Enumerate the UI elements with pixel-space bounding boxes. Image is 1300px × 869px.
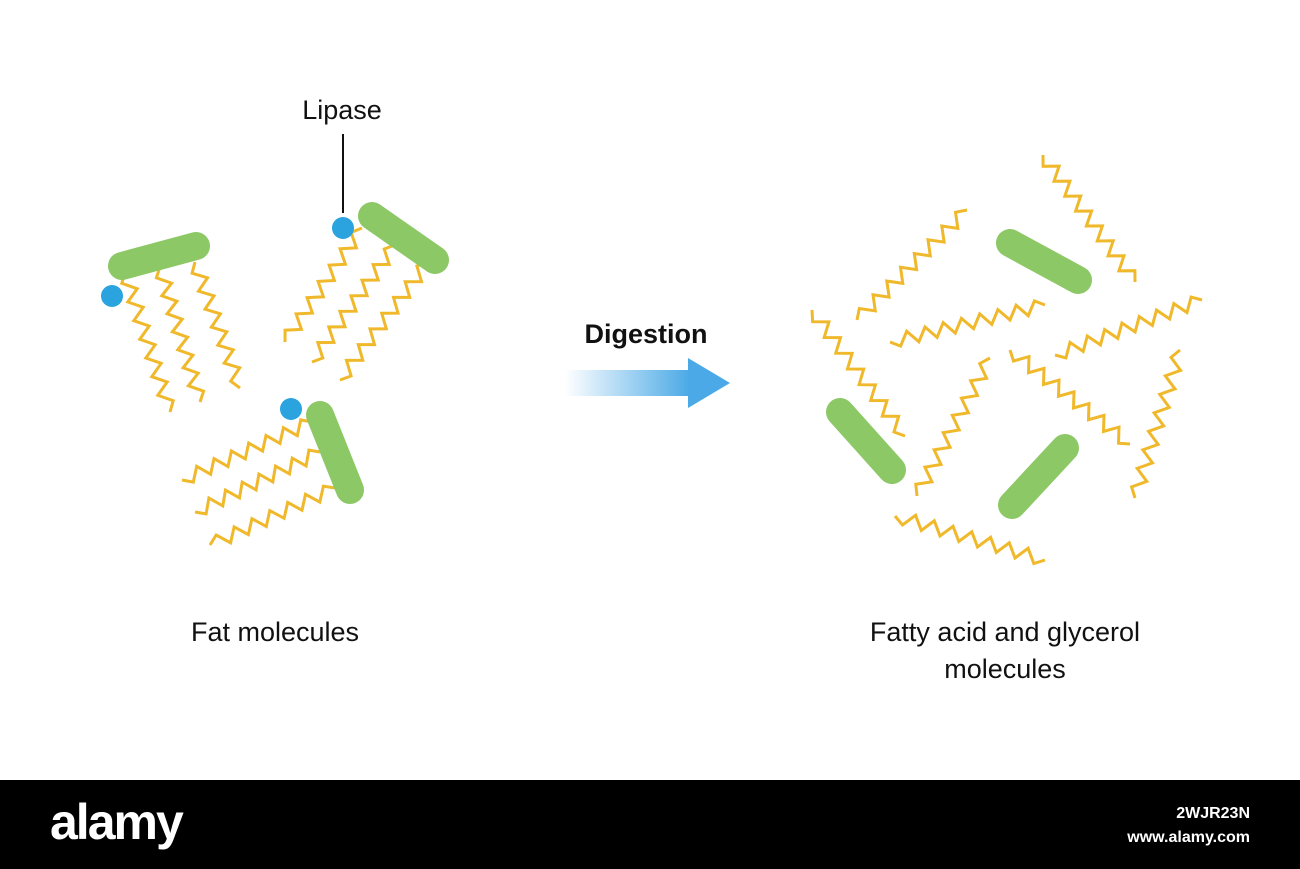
fatty-acid-chain — [339, 260, 429, 382]
zigzag-line — [810, 309, 906, 438]
fatty-acid-chain — [311, 243, 396, 364]
zigzag-line — [893, 512, 1046, 566]
lipase-enzyme — [280, 398, 302, 420]
products-label: Fatty acid and glycerol molecules — [820, 614, 1190, 688]
zigzag-line — [1041, 154, 1137, 283]
lipase-enzyme — [101, 285, 123, 307]
fat-molecule-2 — [283, 202, 449, 382]
zigzag-line — [283, 226, 363, 343]
zigzag-line — [1129, 348, 1184, 499]
fatty-acid-chain — [119, 271, 176, 413]
fatty-acid-molecule — [893, 512, 1046, 566]
fatty-acid-molecule — [1008, 349, 1131, 446]
glycerol-backbone — [306, 401, 364, 504]
zigzag-line — [190, 261, 243, 390]
zigzag-line — [311, 243, 396, 364]
zigzag-line — [119, 271, 176, 413]
fat-molecule-1 — [101, 232, 243, 413]
glycerol-molecule — [826, 398, 906, 484]
fat-molecules-label: Fat molecules — [190, 617, 360, 647]
digestion-label: Digestion — [584, 319, 708, 349]
site-url: www.alamy.com — [1127, 829, 1250, 846]
fatty-acid-chain — [283, 226, 363, 343]
fatty-acid-molecule — [1041, 154, 1137, 283]
zigzag-line — [194, 448, 321, 516]
zigzag-line — [1054, 295, 1203, 360]
fatty-acid-chain — [190, 261, 243, 390]
zigzag-line — [208, 484, 336, 546]
fatty-acid-molecule — [1054, 295, 1203, 360]
zigzag-line — [339, 260, 429, 382]
zigzag-line — [181, 418, 313, 484]
glycerol-backbone — [108, 232, 210, 280]
fatty-acid-molecule — [855, 208, 968, 321]
fatty-acid-molecule — [914, 356, 991, 497]
lipase-label: Lipase — [302, 95, 382, 125]
zigzag-line — [855, 208, 968, 321]
fatty-acid-molecule — [810, 309, 906, 438]
fatty-acid-molecule — [889, 298, 1046, 349]
products-label-line1: Fatty acid and glycerol — [869, 617, 1141, 647]
fatty-acid-chain — [208, 484, 336, 546]
zigzag-line — [914, 356, 991, 497]
brand-logo: alamy — [50, 794, 184, 850]
fatty-acid-chain — [194, 448, 321, 516]
fatty-acid-molecule — [1129, 348, 1184, 499]
digestion-diagram — [101, 134, 1203, 566]
fat-molecule-3 — [181, 398, 364, 546]
products-label-line2: molecules — [944, 654, 1066, 684]
lipase-enzyme — [332, 217, 354, 239]
zigzag-line — [889, 298, 1046, 349]
footer-bar — [0, 780, 1300, 869]
digestion-arrow — [565, 358, 730, 408]
image-id: 2WJR23N — [1176, 805, 1250, 822]
zigzag-line — [1008, 349, 1131, 446]
glycerol-molecule — [998, 434, 1079, 519]
zigzag-line — [154, 266, 206, 403]
glycerol-backbone — [358, 202, 449, 274]
fatty-acid-chain — [154, 266, 206, 403]
glycerol-molecule — [996, 229, 1092, 294]
fatty-acid-chain — [181, 418, 313, 484]
